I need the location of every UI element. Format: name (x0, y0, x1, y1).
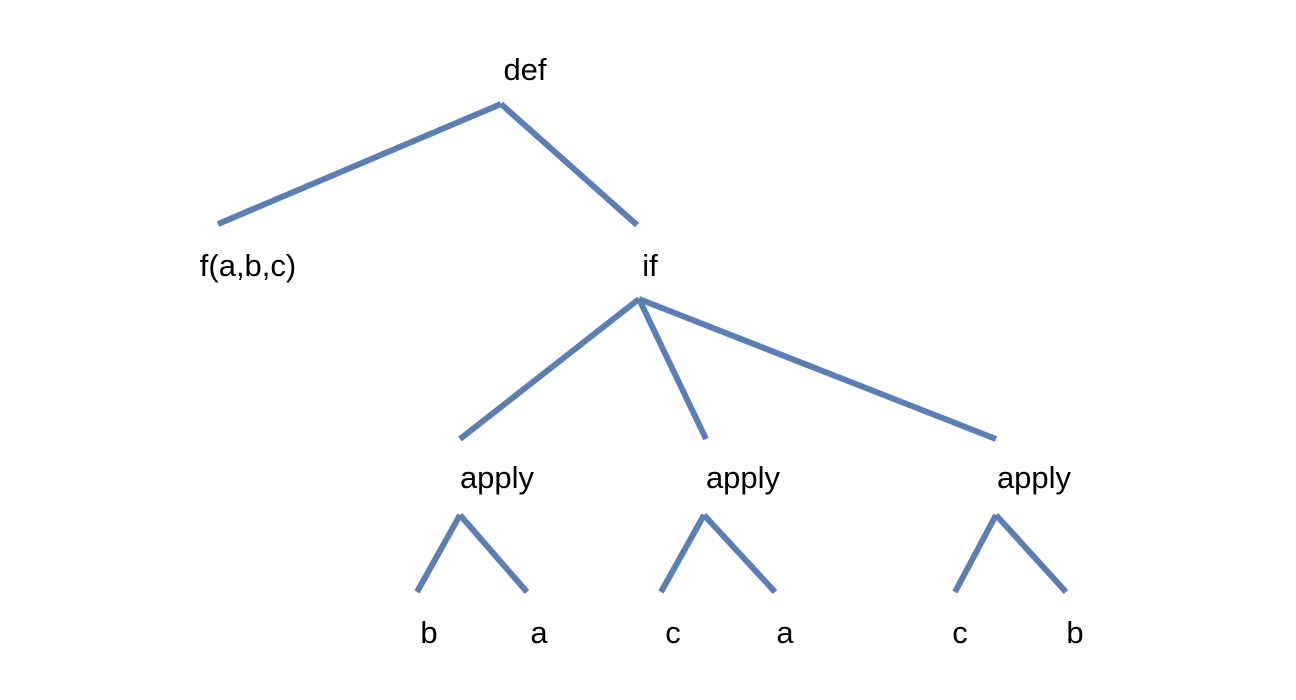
tree-edges (216, 101, 1069, 595)
edge-def-to-if (499, 101, 639, 228)
leaf-c-1: c (665, 615, 681, 650)
edge-apply3-to-leaf-b2 (993, 512, 1069, 595)
leaf-c-2: c (952, 615, 968, 650)
node-apply-3: apply (997, 460, 1072, 495)
edge-if-to-apply2 (636, 297, 709, 441)
edge-if-to-apply3 (637, 296, 998, 442)
edge-def-to-fabc (216, 101, 503, 227)
edge-apply2-to-leaf-a2 (701, 512, 778, 595)
leaf-a-2: a (776, 615, 794, 650)
leaf-b-2: b (1066, 615, 1083, 650)
leaf-a-1: a (530, 615, 548, 650)
edge-apply1-to-leaf-a1 (457, 513, 530, 594)
leaf-b-1: b (420, 615, 437, 650)
node-if: if (642, 248, 658, 283)
node-apply-1: apply (460, 460, 535, 495)
tree-labels: def f(a,b,c) if apply apply apply b a c … (200, 52, 1084, 650)
edge-apply3-to-leaf-c2 (952, 513, 999, 594)
node-apply-2: apply (706, 460, 781, 495)
edge-apply1-to-leaf-b1 (414, 513, 463, 594)
node-fabc: f(a,b,c) (200, 248, 296, 283)
edge-if-to-apply1 (458, 296, 641, 442)
node-def: def (503, 52, 546, 87)
edge-apply2-to-leaf-c1 (658, 513, 707, 594)
